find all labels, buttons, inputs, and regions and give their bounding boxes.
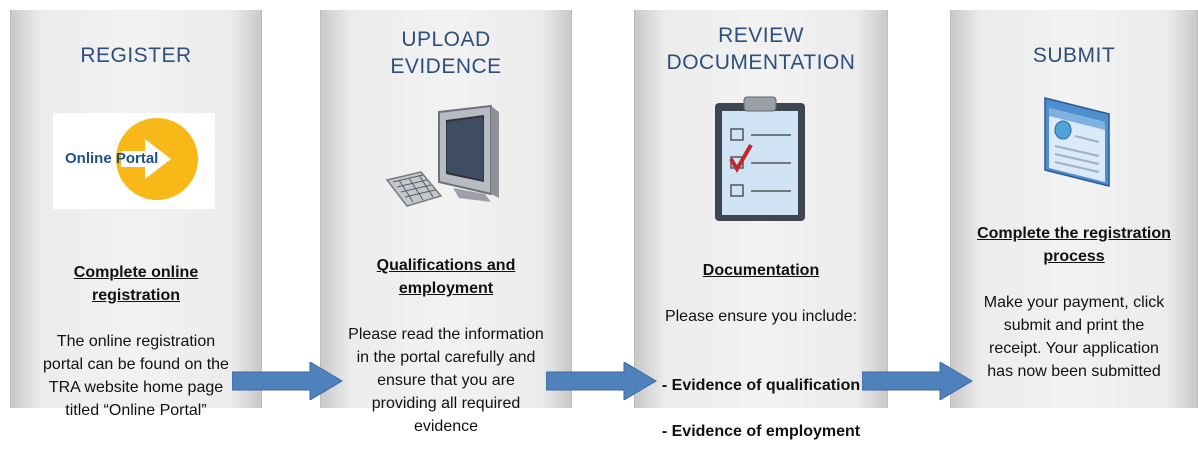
step-subtitle: Documentation (702, 262, 820, 279)
step-submit-panel: SUBMIT Complete the registration process… (950, 10, 1198, 408)
computer-icon (381, 102, 511, 227)
step-description: Please ensure you include: (664, 308, 858, 325)
step-register-panel: REGISTER Online Portal Complete online r… (10, 10, 262, 419)
step-description: Make your payment, click submit and prin… (983, 294, 1165, 380)
step-subtitle: Complete online registration (73, 264, 199, 304)
step-review-panel: REVIEW DOCUMENTATION Documentation Pleas… (634, 10, 888, 440)
step-description: The online registration portal can be fo… (43, 333, 229, 419)
step-title: UPLOAD EVIDENCE (390, 28, 502, 78)
right-arrow (546, 362, 657, 400)
right-arrow (862, 362, 973, 400)
step-upload-panel: UPLOAD EVIDENCE Qualifications and emplo… (320, 10, 572, 435)
yellow-arrow-circle-icon (116, 118, 198, 200)
required-item: - Evidence of qualification (661, 377, 861, 394)
step-description: Please read the information in the porta… (348, 326, 544, 435)
step-title: REGISTER (80, 44, 192, 67)
step-subtitle: Complete the registration process (977, 225, 1171, 265)
right-arrow (232, 362, 343, 400)
step-title: SUBMIT (1032, 44, 1116, 67)
required-item: - Evidence of employment (661, 423, 861, 440)
online-portal-logo: Online Portal (53, 113, 215, 209)
browser-window-icon (1039, 90, 1119, 195)
step-title: REVIEW DOCUMENTATION (666, 24, 856, 74)
logo-text: Online Portal (65, 150, 159, 167)
clipboard-checklist-icon (711, 95, 811, 230)
step-subtitle: Qualifications and employment (376, 257, 516, 297)
